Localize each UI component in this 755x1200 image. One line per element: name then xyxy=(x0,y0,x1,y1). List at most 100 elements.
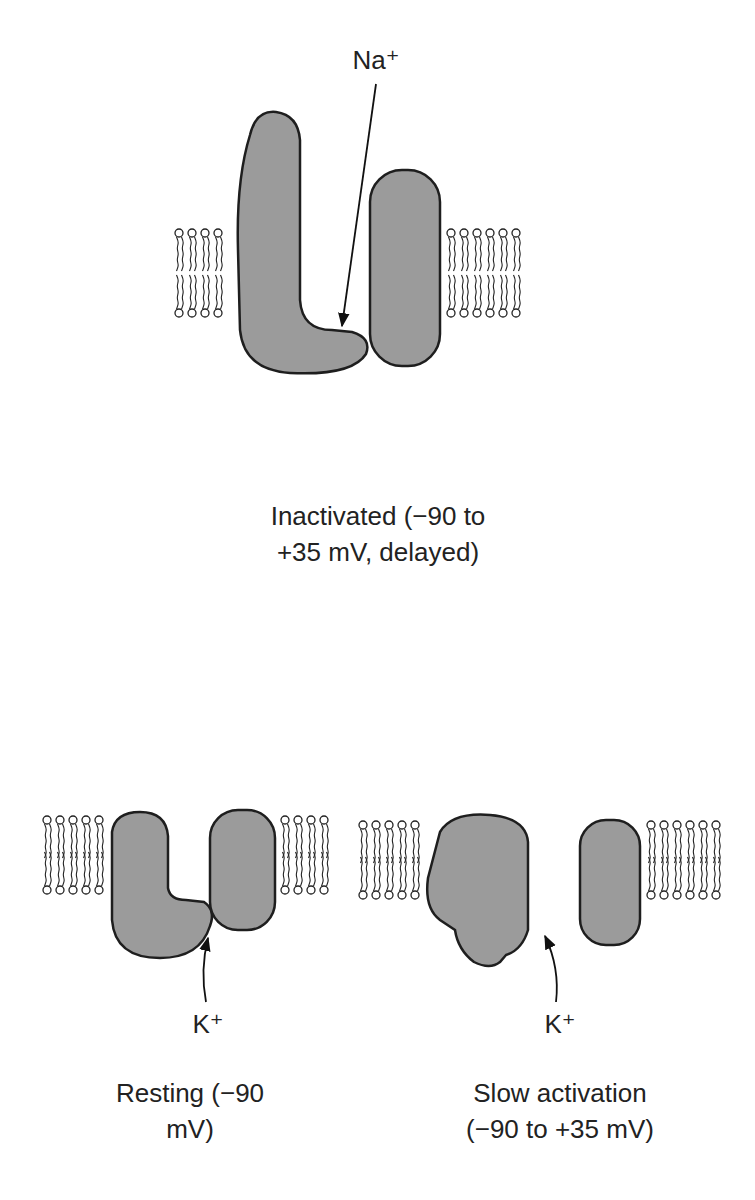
lipid-tail xyxy=(667,857,669,891)
lipid-head xyxy=(95,816,103,824)
lipid-tail xyxy=(467,275,469,309)
lipid-tail xyxy=(45,852,47,886)
lipid-head xyxy=(385,821,393,829)
lipid-head xyxy=(473,309,481,317)
lipid-tail xyxy=(488,237,490,271)
lipid-tail xyxy=(654,857,656,891)
lipid-head xyxy=(43,816,51,824)
lipid-tail xyxy=(58,852,60,886)
lipid-head xyxy=(447,309,455,317)
lipid-tail xyxy=(493,237,495,271)
lipid-head xyxy=(660,891,668,899)
lipid-head xyxy=(214,229,222,237)
lipid-tail xyxy=(418,857,420,891)
channel-subunit xyxy=(580,820,640,945)
lipid-tail xyxy=(662,857,664,891)
lipid-head xyxy=(175,229,183,237)
ion-label: K⁺ xyxy=(173,1006,243,1042)
lipid-tail xyxy=(203,275,205,309)
lipid-head xyxy=(447,229,455,237)
lipid-tail xyxy=(97,852,99,886)
lipid-head xyxy=(214,309,222,317)
lipid-head xyxy=(294,886,302,894)
lipid-tail xyxy=(50,852,52,886)
state-caption: Resting (−90 mV) xyxy=(100,1075,280,1147)
channel-subunit xyxy=(427,815,528,966)
lipid-head xyxy=(385,891,393,899)
lipid-tail xyxy=(501,275,503,309)
lipid-head xyxy=(460,229,468,237)
lipid-head xyxy=(281,816,289,824)
lipid-head xyxy=(320,886,328,894)
lipid-tail xyxy=(71,852,73,886)
lipid-tail xyxy=(514,237,516,271)
lipid-head xyxy=(82,816,90,824)
lipid-tail xyxy=(379,857,381,891)
lipid-head xyxy=(359,891,367,899)
lipid-head xyxy=(460,309,468,317)
lipid-tail xyxy=(190,237,192,271)
lipid-head xyxy=(201,229,209,237)
lipid-tail xyxy=(413,857,415,891)
lipid-head xyxy=(398,891,406,899)
lipid-tail xyxy=(182,275,184,309)
lipid-tail xyxy=(190,275,192,309)
lipid-tail xyxy=(649,857,651,891)
lipid-tail xyxy=(688,857,690,891)
lipid-head xyxy=(699,821,707,829)
lipid-head xyxy=(411,891,419,899)
lipid-head xyxy=(473,229,481,237)
lipid-tail xyxy=(374,857,376,891)
lipid-head xyxy=(56,886,64,894)
lipid-head xyxy=(372,891,380,899)
lipid-tail xyxy=(454,275,456,309)
lipid-head xyxy=(486,309,494,317)
lipid-tail xyxy=(506,237,508,271)
lipid-tail xyxy=(216,237,218,271)
lipid-head xyxy=(673,821,681,829)
lipid-tail xyxy=(449,237,451,271)
state-caption: Slow activation (−90 to +35 mV) xyxy=(445,1075,675,1147)
lipid-head xyxy=(43,886,51,894)
lipid-tail xyxy=(462,275,464,309)
lipid-tail xyxy=(102,852,104,886)
lipid-tail xyxy=(182,237,184,271)
lipid-tail xyxy=(675,857,677,891)
channel-subunit xyxy=(210,810,275,930)
lipid-tail xyxy=(322,852,324,886)
lipid-head xyxy=(307,886,315,894)
lipid-tail xyxy=(221,275,223,309)
lipid-tail xyxy=(693,857,695,891)
lipid-head xyxy=(499,229,507,237)
lipid-head xyxy=(699,891,707,899)
lipid-tail xyxy=(76,852,78,886)
lipid-tail xyxy=(706,857,708,891)
lipid-tail xyxy=(309,852,311,886)
lipid-tail xyxy=(467,237,469,271)
lipid-tail xyxy=(208,275,210,309)
lipid-head xyxy=(294,816,302,824)
lipid-head xyxy=(201,309,209,317)
lipid-tail xyxy=(701,857,703,891)
lipid-tail xyxy=(195,237,197,271)
lipid-head xyxy=(411,821,419,829)
channel-subunit xyxy=(238,112,368,374)
lipid-tail xyxy=(405,857,407,891)
lipid-head xyxy=(372,821,380,829)
lipid-head xyxy=(398,821,406,829)
lipid-tail xyxy=(480,237,482,271)
lipid-tail xyxy=(475,275,477,309)
lipid-tail xyxy=(208,237,210,271)
lipid-head xyxy=(673,891,681,899)
lipid-tail xyxy=(177,275,179,309)
lipid-tail xyxy=(63,852,65,886)
ion-label: Na⁺ xyxy=(336,42,416,78)
lipid-head xyxy=(512,309,520,317)
lipid-head xyxy=(499,309,507,317)
lipid-tail xyxy=(84,852,86,886)
channel-subunit xyxy=(370,170,440,366)
lipid-tail xyxy=(506,275,508,309)
lipid-tail xyxy=(288,852,290,886)
lipid-tail xyxy=(301,852,303,886)
